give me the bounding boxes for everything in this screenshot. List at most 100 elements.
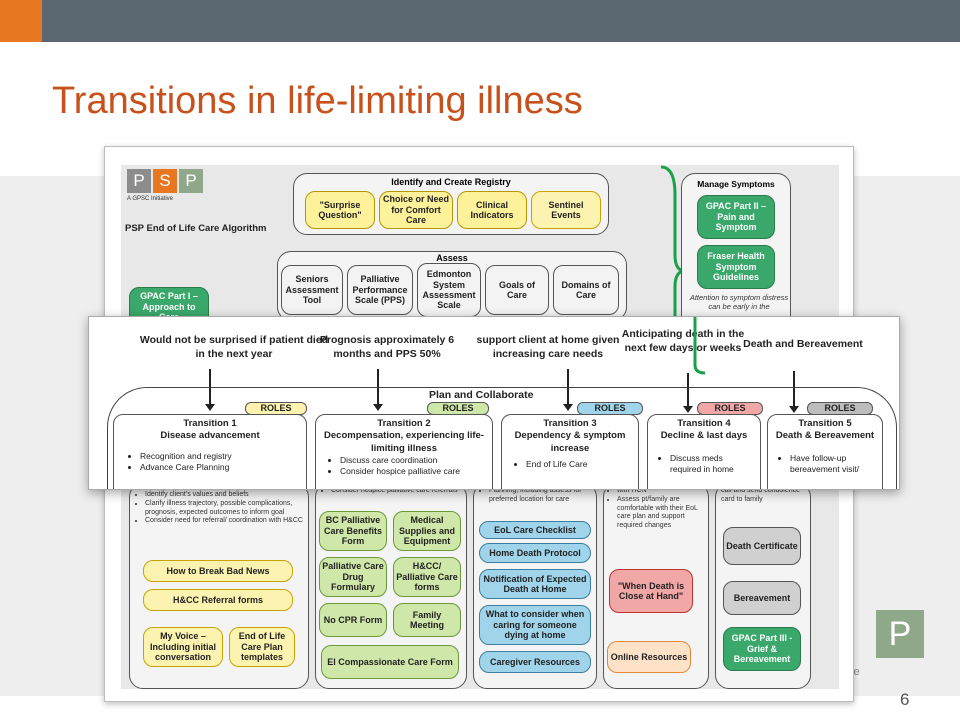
eol-care-plan-box: End of Life Care Plan templates <box>229 627 295 667</box>
transition-3-title: Transition 3 Dependency & symptom increa… <box>501 418 639 455</box>
transition-2-name: Transition 2 <box>377 418 431 429</box>
family-meeting-box: Family Meeting <box>393 603 461 637</box>
pps-box: Palliative Performance Scale (PPS) <box>347 265 413 315</box>
fraser-health-box: Fraser Health Symptom Guidelines <box>697 245 775 289</box>
transition-1-subtitle: Disease advancement <box>160 430 260 442</box>
transition-5-subtitle: Death & Bereavement <box>775 430 875 442</box>
home-death-protocol-box: Home Death Protocol <box>479 543 591 563</box>
transitions-overlay: Would not be surprised if patient died i… <box>88 316 900 490</box>
no-cpr-form-box: No CPR Form <box>319 603 387 637</box>
gpac-part2-box: GPAC Part II – Pain and Symptom <box>697 195 775 239</box>
my-voice-box: My Voice – Including initial conversatio… <box>143 627 223 667</box>
hcc-referral-box: H&CC Referral forms <box>143 589 293 611</box>
transition-3-bullet: End of Life Care <box>526 459 635 470</box>
logo-letter-p1: P <box>127 169 151 193</box>
transition-3-bullets: End of Life Care <box>515 459 635 470</box>
col2-bullets: Consider hospice palliative care referra… <box>321 487 461 496</box>
transition-2-bullet: Consider hospice palliative care <box>340 466 489 477</box>
transition-3-name: Transition 3 <box>543 418 597 429</box>
online-resources-box: Online Resources <box>607 641 691 673</box>
slide-title: Transitions in life-limiting illness <box>52 80 583 122</box>
col2-bullet: Consider hospice palliative care referra… <box>331 487 461 496</box>
arrow-5 <box>789 371 799 413</box>
transition-3-subtitle: Dependency & symptom increase <box>514 430 626 454</box>
top-accent-square <box>0 0 42 42</box>
edmonton-box: Edmonton System Assessment Scale <box>417 263 481 317</box>
col5-bullet: call and send condolence card to family <box>721 487 801 503</box>
transition-4-subtitle: Decline & last days <box>660 430 748 442</box>
header-transition-3: support client at home given increasing … <box>476 334 620 361</box>
surprise-question-box: "Surprise Question" <box>305 191 375 229</box>
transition-5-box <box>767 414 883 489</box>
seniors-assessment-box: Seniors Assessment Tool <box>281 265 343 315</box>
domains-of-care-box: Domains of Care <box>553 265 619 315</box>
what-to-consider-box: What to consider when caring for someone… <box>479 605 591 645</box>
transition-5-title: Transition 5 Death & Bereavement <box>767 418 883 443</box>
top-bar <box>0 0 960 42</box>
bc-palliative-box: BC Palliative Care Benefits Form <box>319 511 387 551</box>
symptom-note: Attention to symptom distress can be ear… <box>689 293 789 311</box>
transition-2-subtitle: Decompensation, experiencing life-limiti… <box>324 430 484 454</box>
transition-5-bullets: Have follow-up bereavement visit/ <box>779 453 879 475</box>
transition-2-bullet: Discuss care coordination <box>340 455 489 466</box>
transition-5-bullet: Have follow-up bereavement visit/ <box>790 453 879 475</box>
col5-bullets: call and send condolence card to family <box>721 487 809 505</box>
col1-bullet: Identify client's values and beliefs <box>145 491 305 500</box>
logo-tagline: A GPSC Initiative <box>127 196 174 202</box>
assess-title: Assess <box>436 253 468 263</box>
transition-4-title: Transition 4 Decline & last days <box>647 418 761 443</box>
header-transition-1: Would not be surprised if patient died i… <box>139 334 329 361</box>
transition-1-bullets: Recognition and registry Advance Care Pl… <box>129 451 299 473</box>
transition-4-bullets: Discuss meds required in home <box>659 453 755 475</box>
plan-collaborate-label: Plan and Collaborate <box>429 389 534 401</box>
bereavement-box: Bereavement <box>723 581 801 615</box>
choice-comfort-box: Choice or Need for Comfort Care <box>379 191 453 229</box>
col3-bullet: Planning, including assess for preferred… <box>489 487 595 505</box>
ei-compassionate-box: El Compassionate Care Form <box>321 645 459 679</box>
transition-4-bullet: Discuss meds required in home <box>670 453 755 475</box>
transition-1-bullet: Recognition and registry <box>140 451 299 462</box>
medical-supplies-box: Medical Supplies and Equipment <box>393 511 461 551</box>
col4-bullet: with HCN <box>617 487 707 496</box>
header-transition-5: Death and Bereavement <box>743 338 863 350</box>
col1-bullet: Consider need for referral/ coordination… <box>145 517 305 526</box>
algorithm-title: PSP End of Life Care Algorithm <box>125 223 267 234</box>
transition-2-title: Transition 2 Decompensation, experiencin… <box>315 418 493 455</box>
death-close-at-hand-box: "When Death is Close at Hand" <box>609 569 693 613</box>
transition-4-name: Transition 4 <box>677 418 731 429</box>
transition-2-box <box>315 414 493 489</box>
plan-collaborate-frame <box>107 387 897 489</box>
col3-bullets: Planning, including assess for preferred… <box>479 487 595 505</box>
header-transition-4: Anticipating death in the next few days … <box>621 328 745 355</box>
notification-death-box: Notification of Expected Death at Home <box>479 569 591 599</box>
eol-checklist-box: EoL Care Checklist <box>479 521 591 539</box>
manage-symptoms-title: Manage Symptoms <box>697 179 775 189</box>
col1-bullets: Identify client's values and beliefs Cla… <box>135 491 305 526</box>
arrow-4 <box>683 373 693 413</box>
logo-letter-p2: P <box>179 169 203 193</box>
registry-title: Identify and Create Registry <box>391 177 511 187</box>
transition-1-name: Transition 1 <box>183 418 237 429</box>
transition-4-box <box>647 414 761 489</box>
sentinel-events-box: Sentinel Events <box>531 191 601 229</box>
page-number: 6 <box>900 690 910 709</box>
goals-of-care-box: Goals of Care <box>485 265 549 315</box>
transition-1-box <box>113 414 307 489</box>
header-transition-2: Prognosis approximately 6 months and PPS… <box>319 334 455 361</box>
col4-bullet: Assess pt/family are comfortable with th… <box>617 496 707 531</box>
drug-formulary-box: Palliative Care Drug Formulary <box>319 557 387 597</box>
break-bad-news-box: How to Break Bad News <box>143 560 293 582</box>
gpac-part3-box: GPAC Part III - Grief & Bereavement <box>723 627 801 671</box>
transition-1-title: Transition 1 Disease advancement <box>113 418 307 443</box>
hcc-palliative-forms-box: H&CC/ Palliative Care forms <box>393 557 461 597</box>
transition-5-name: Transition 5 <box>798 418 852 429</box>
death-certificate-box: Death Certificate <box>723 527 801 565</box>
transition-1-bullet: Advance Care Planning <box>140 462 299 473</box>
transition-3-box <box>501 414 639 489</box>
col1-bullet: Clarify illness trajectory, possible com… <box>145 500 305 518</box>
col4-bullets: with HCN Assess pt/family are comfortabl… <box>607 487 707 531</box>
logo-letter-s: S <box>153 169 177 193</box>
green-brace-front <box>693 317 706 375</box>
transition-2-bullets: Discuss care coordination Consider hospi… <box>329 455 489 477</box>
logo-p-square: P <box>876 610 924 658</box>
